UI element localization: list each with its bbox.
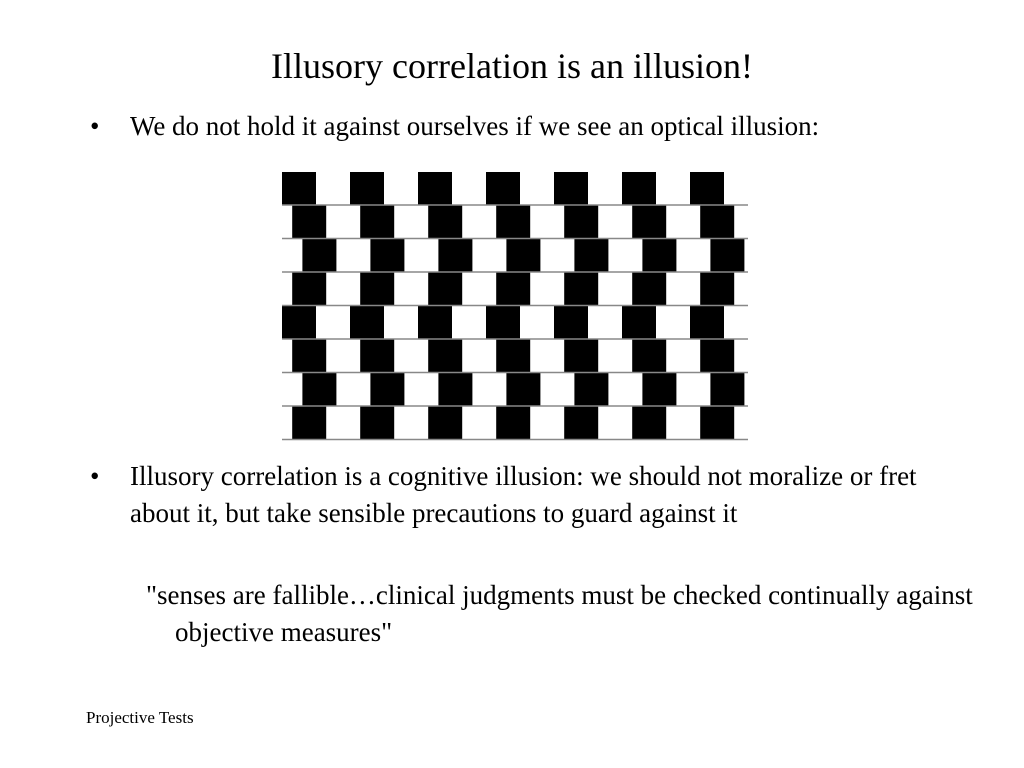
illusion-tile [360,205,395,238]
bullet-dot: • [90,111,100,141]
illusion-tile [574,239,609,272]
illusion-tile [632,406,667,439]
illusion-tile [428,205,463,238]
illusion-tile [506,239,541,272]
illusion-tile [506,373,541,406]
bullet-cognitive-illusion: • Illusory correlation is a cognitive il… [90,458,930,532]
illusion-tile [302,239,337,272]
illusion-tile [418,172,452,205]
illusion-tile [496,406,531,439]
illusion-tile [574,373,609,406]
illusion-tile [632,205,667,238]
illusion-tile [622,172,656,205]
illusion-tile [496,272,531,305]
illusion-tile [632,272,667,305]
illusion-tile [554,172,588,205]
illusion-tile [486,306,520,339]
illusion-tile [360,406,395,439]
bullet-dot: • [90,461,100,491]
illusion-tile [554,306,588,339]
illusion-tile [418,306,452,339]
illusion-tile [690,172,724,205]
illusion-tile [292,339,327,372]
quote-text: "senses are fallible…clinical judgments … [146,580,973,647]
illusion-tile [370,373,405,406]
illusion-tile [700,272,735,305]
footer-label: Projective Tests [86,708,194,727]
illusion-tile [710,373,745,406]
illusion-tile [700,406,735,439]
illusion-tile [564,205,599,238]
illusion-tile [292,205,327,238]
bullet-text: We do not hold it against ourselves if w… [130,111,820,141]
illusion-tile [564,339,599,372]
illusion-tile [700,205,735,238]
illusion-tile [350,306,384,339]
illusion-tile [360,272,395,305]
illusion-tile [438,373,473,406]
illusion-tile [428,339,463,372]
illusion-tile [282,306,316,339]
illusion-tile [302,373,337,406]
illusion-tile [428,272,463,305]
illusion-tile [486,172,520,205]
illusion-tile [700,339,735,372]
illusion-tile [632,339,667,372]
illusion-tile [370,239,405,272]
illusion-tile [564,406,599,439]
illusion-tile [428,406,463,439]
illusion-tile [622,306,656,339]
illusion-tile [438,239,473,272]
illusion-tile [360,339,395,372]
illusion-tile [292,272,327,305]
illusion-tile [642,373,677,406]
cafe-wall-illusion-image [282,172,748,441]
illusion-tile [564,272,599,305]
illusion-tile [690,306,724,339]
illusion-tile [282,172,316,205]
illusion-tile [350,172,384,205]
illusion-tile [292,406,327,439]
illusion-tile [642,239,677,272]
illusion-tile [496,339,531,372]
illusion-tile [496,205,531,238]
bullet-text: Illusory correlation is a cognitive illu… [130,461,917,528]
bullet-optical-illusion: • We do not hold it against ourselves if… [90,108,930,145]
slide-title: Illusory correlation is an illusion! [271,46,753,86]
illusion-tile [710,239,745,272]
